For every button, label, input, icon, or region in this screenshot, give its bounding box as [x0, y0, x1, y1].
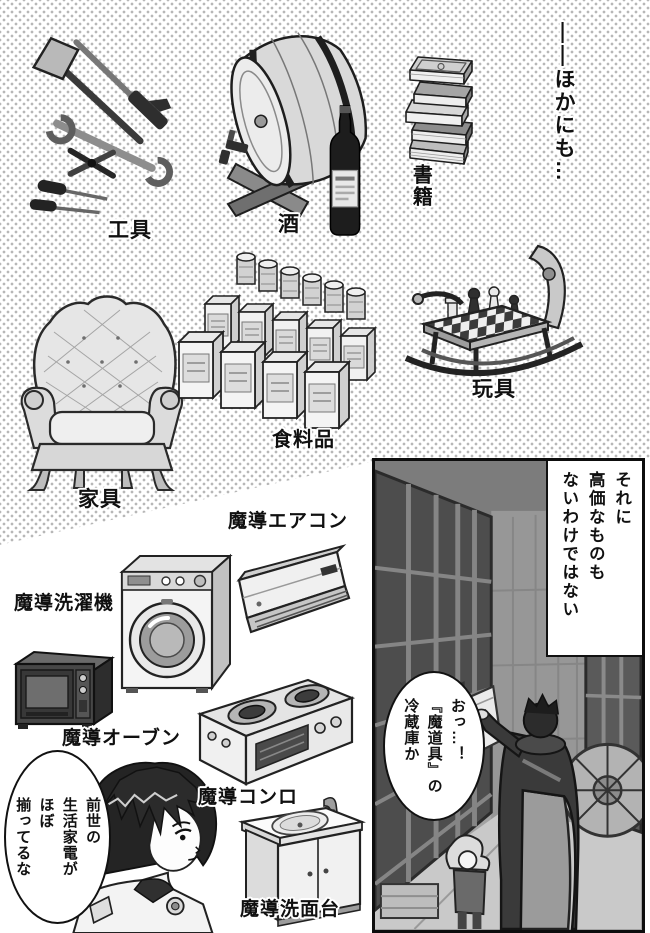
caption-text-warehouse: それに 高価なものも ないわけではない — [559, 471, 631, 619]
air-conditioner-illustration — [236, 544, 351, 634]
label-tools: 工具 — [108, 219, 152, 242]
label-books: 書籍 — [409, 164, 432, 208]
wine-bottle-illustration — [329, 105, 361, 236]
hammer-head — [128, 90, 172, 130]
label-furniture: 家具 — [78, 488, 122, 511]
protagonist-character — [72, 761, 218, 933]
washstand-illustration — [238, 796, 366, 927]
panel-warehouse: それに 高価なものも ないわけではない おっ…！ 『魔道具』の 冷蔵庫か — [372, 458, 645, 933]
armchair-illustration — [20, 295, 184, 491]
label-oven: 魔導オーブン — [62, 728, 181, 749]
cloaked-character — [473, 692, 580, 930]
label-liquor: 酒 — [278, 213, 300, 236]
speech-bubble-merchant: おっ…！ 『魔道具』の 冷蔵庫か — [383, 671, 485, 821]
cans-row — [236, 252, 366, 320]
groceries-illustration — [176, 252, 377, 431]
label-aircon: 魔導エアコン — [228, 511, 349, 532]
rocking-chair-chess-illustration — [404, 244, 584, 377]
narration-hoka-nimo: ——ほかにも… — [552, 22, 576, 183]
speech-bubble-protagonist: 前世の 生活家電が ほぼ 揃ってるな — [4, 750, 111, 924]
label-basin: 魔導洗面台 — [240, 899, 341, 920]
washing-machine-illustration — [119, 553, 233, 693]
label-toys: 玩具 — [472, 378, 516, 401]
small-companion-character — [445, 834, 491, 929]
oven-illustration — [13, 650, 115, 729]
tools-illustration — [29, 36, 173, 215]
books-illustration — [405, 56, 473, 165]
stove-illustration — [197, 678, 356, 786]
label-washer: 魔導洗濯機 — [14, 593, 115, 614]
label-stove: 魔導コンロ — [198, 787, 299, 808]
speech-text-merchant: おっ…！ 『魔道具』の 冷蔵庫か — [402, 698, 466, 794]
caption-box-warehouse: それに 高価なものも ないわけではない — [546, 461, 642, 657]
label-groceries: 食料品 — [272, 429, 335, 451]
speech-text-protagonist: 前世の 生活家電が ほぼ 揃ってるな — [14, 797, 101, 877]
front-box-row — [176, 329, 352, 431]
